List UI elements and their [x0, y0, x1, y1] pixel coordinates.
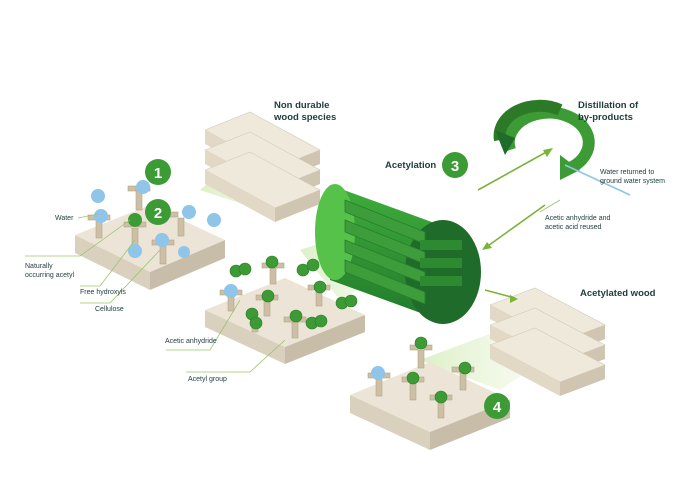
- svg-text:2: 2: [154, 205, 162, 222]
- arrow-heads: [482, 148, 553, 303]
- water-molecule-reaction: [224, 284, 238, 298]
- step-badge-1: 1: [145, 159, 171, 185]
- label-naturally-acetyl-line1: Naturally: [25, 263, 53, 270]
- label-acetylation: Acetylation: [385, 160, 436, 171]
- svg-text:1: 1: [154, 165, 162, 182]
- label-non-durable-line1: Non durable: [274, 100, 329, 111]
- label-acetyl-group: Acetyl group: [188, 376, 227, 383]
- acetylation-reactor: [315, 184, 481, 324]
- leader-lines: [25, 199, 561, 373]
- label-acetic-reused-line1: Acetic anhydride and: [545, 215, 610, 222]
- label-non-durable-line2: wood species: [273, 112, 336, 123]
- step-badge-2: 2: [145, 199, 171, 225]
- label-distillation-line2: by-products: [578, 112, 633, 123]
- label-acetic-reused-line2: acetic acid reused: [545, 224, 602, 231]
- acetyl-molecule: [128, 213, 142, 227]
- step-badge-3: 3: [442, 152, 468, 178]
- label-acetylated-wood: Acetylated wood: [580, 288, 656, 299]
- water-molecule-acetylated: [371, 366, 385, 380]
- label-water-returned-line1: Water returned to: [600, 169, 654, 176]
- label-acetic-anhydride: Acetic anhydride: [165, 338, 217, 345]
- acetylated-wood-stack: [489, 287, 606, 396]
- platform-reaction: [205, 278, 365, 364]
- label-free-hydroxyls: Free hydroxyls: [80, 289, 126, 296]
- water-return-arrow: [564, 164, 631, 196]
- svg-text:4: 4: [493, 399, 502, 416]
- acetyl-groups-acetylated: [406, 336, 472, 404]
- label-cellulose: Cellulose: [95, 306, 124, 313]
- svg-text:3: 3: [451, 158, 459, 175]
- non-durable-wood-stack: [204, 111, 321, 222]
- water-molecules: [91, 180, 221, 258]
- flow-arrows: [477, 149, 551, 299]
- label-water-returned-line2: ground water system: [600, 178, 665, 185]
- label-naturally-acetyl-line2: occurring acetyl: [25, 272, 74, 279]
- label-water: Water: [55, 215, 74, 222]
- step-badge-4: 4: [484, 393, 510, 419]
- acetic-anhydride-molecules: [229, 255, 358, 330]
- label-distillation-line1: Distillation of: [578, 100, 639, 111]
